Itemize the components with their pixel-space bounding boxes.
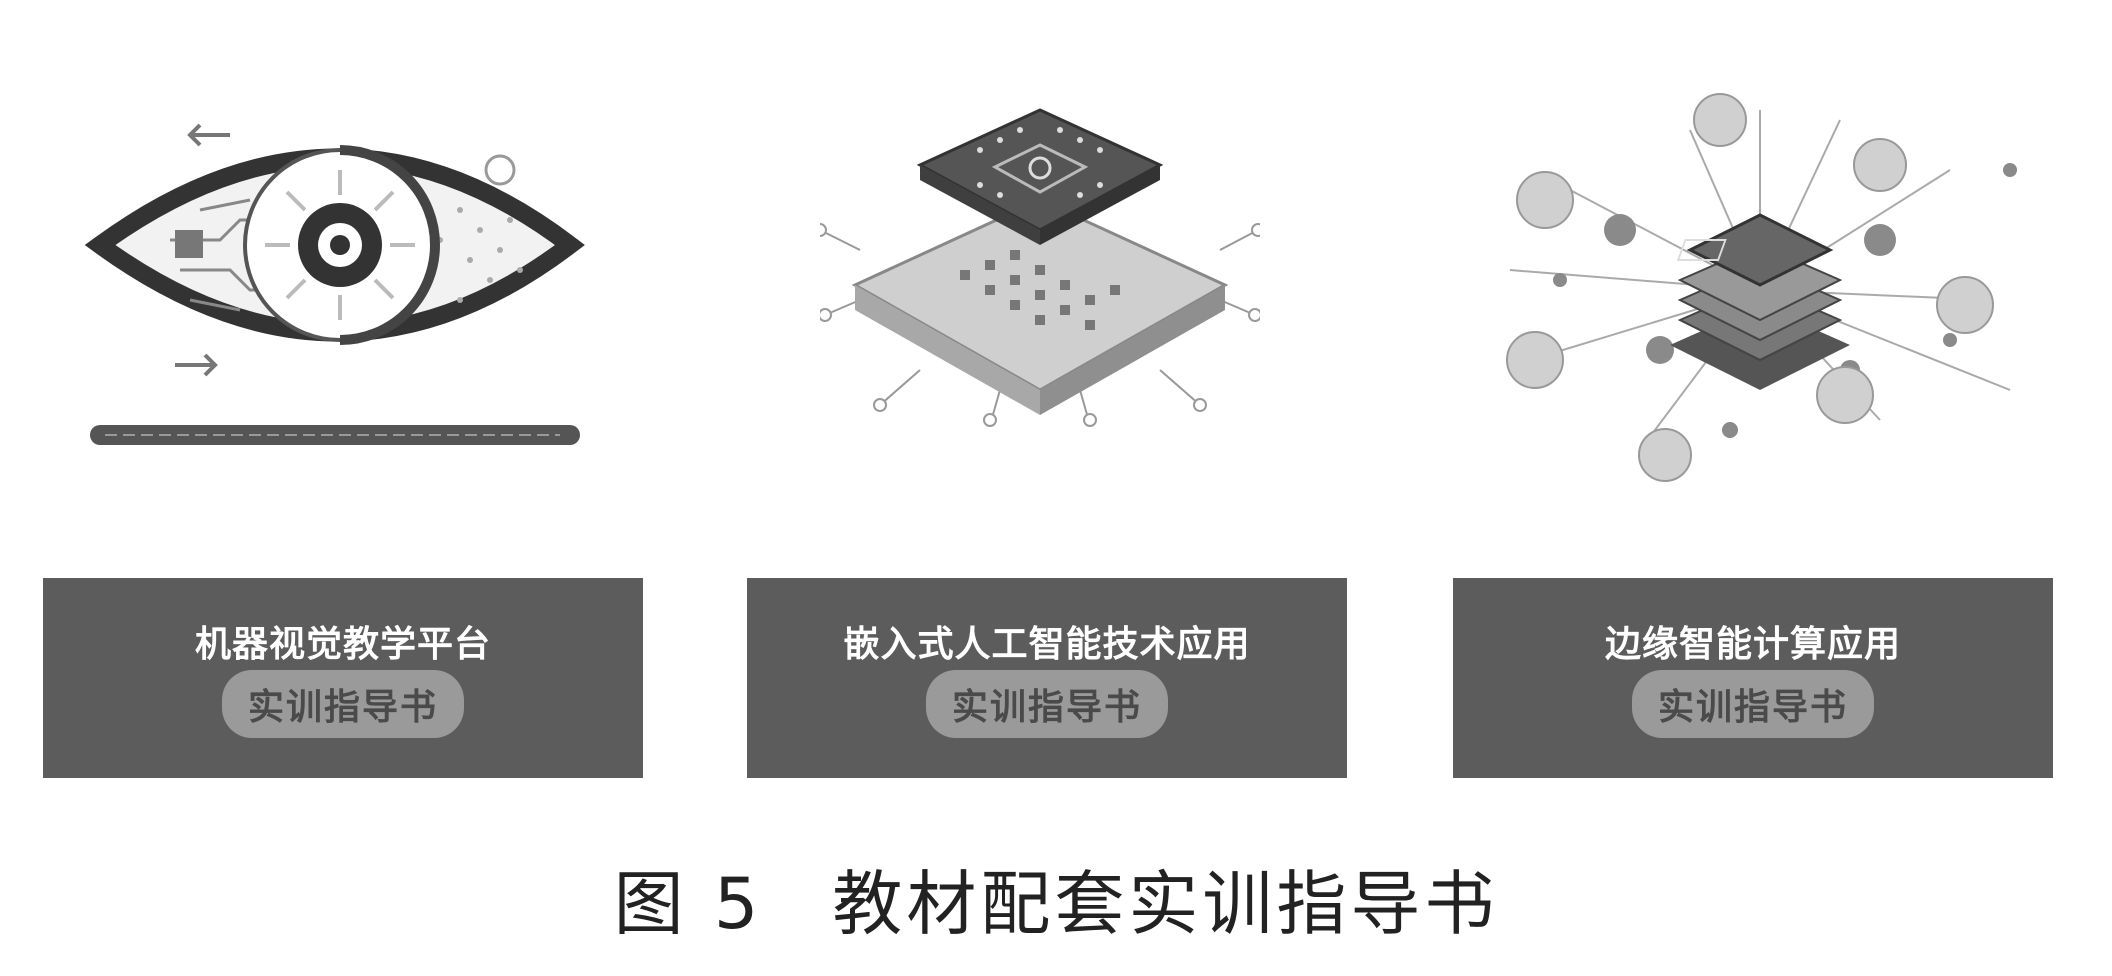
card-embedded-ai: 嵌入式人工智能技术应用 实训指导书	[747, 578, 1347, 778]
card-title: 嵌入式人工智能技术应用	[843, 624, 1251, 665]
figure-caption: 图 5 教材配套实训指导书	[0, 848, 2112, 949]
figure-caption-text: 教材配套实训指导书	[832, 863, 1499, 945]
eye-circuit-icon	[80, 110, 600, 460]
card-machine-vision: 机器视觉教学平台 实训指导书	[43, 578, 643, 778]
card-title: 边缘智能计算应用	[1604, 624, 1901, 665]
chip-icon	[820, 100, 1260, 430]
card-subtitle-badge: 实训指导书	[221, 670, 465, 738]
card-title: 机器视觉教学平台	[194, 624, 491, 665]
edge-network-icon	[1490, 90, 2030, 490]
figure-number: 图 5	[613, 863, 763, 945]
card-subtitle-badge: 实训指导书	[1631, 670, 1875, 738]
card-edge-computing: 边缘智能计算应用 实训指导书	[1453, 578, 2053, 778]
card-subtitle-badge: 实训指导书	[925, 670, 1169, 738]
